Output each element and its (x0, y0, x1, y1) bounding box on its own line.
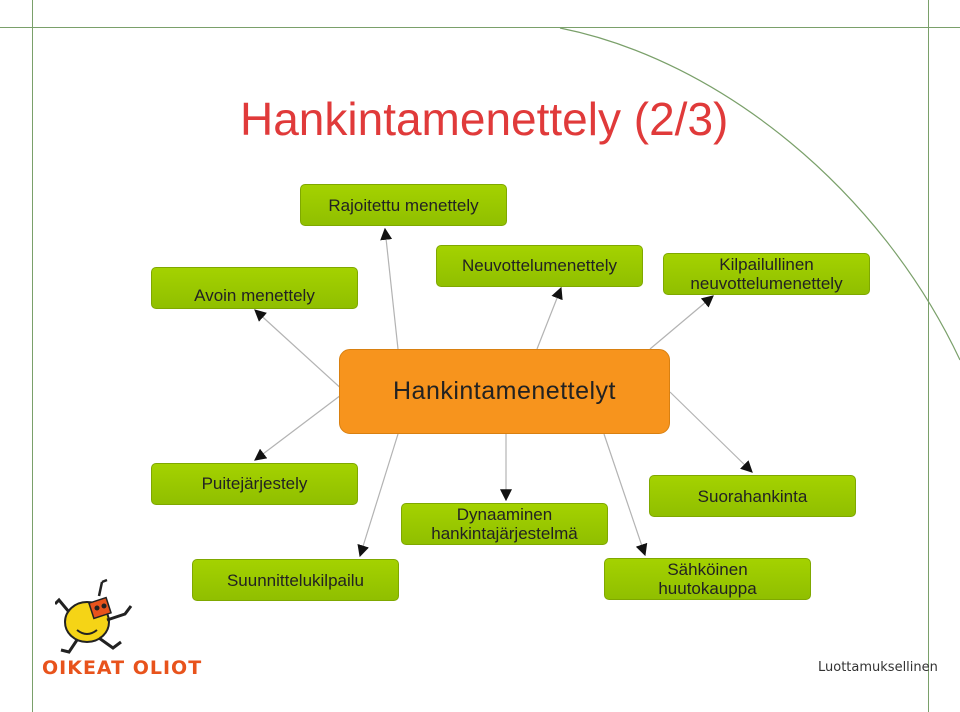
center-node-hankintamenettelyt: Hankintamenettelyt (339, 349, 670, 434)
node-label-line1: Dynaaminen (457, 505, 552, 524)
decorative-curve (560, 28, 960, 360)
connector-sahkoinen (604, 434, 645, 555)
node-label-line2: huutokauppa (658, 579, 756, 598)
node-sahkoinen-huutokauppa: Sähköinen huutokauppa (604, 558, 811, 600)
classification-label: Luottamuksellinen (818, 660, 938, 675)
node-label: Neuvottelumenettely (462, 256, 617, 275)
connector-suunnittelu (360, 434, 398, 556)
connector-rajoitettu (385, 229, 398, 349)
node-label-line2: neuvottelumenettely (690, 274, 842, 293)
node-neuvottelumenettely: Neuvottelumenettely (436, 245, 643, 287)
node-puitejarjestely: Puitejärjestely (151, 463, 358, 505)
node-label: Rajoitettu menettely (328, 196, 478, 215)
connector-suora (670, 392, 752, 472)
logo-wordmark: OIKEAT OLIOT (42, 657, 202, 679)
node-rajoitettu-menettely: Rajoitettu menettely (300, 184, 507, 226)
connector-kilpailullinen (650, 296, 713, 349)
connector-puite (255, 392, 345, 460)
node-label: Suorahankinta (698, 487, 808, 506)
node-label-line1: Sähköinen (667, 560, 747, 579)
node-label-line1: Kilpailullinen (719, 255, 814, 274)
slide-title: Hankintamenettely (2/3) (240, 92, 728, 146)
node-label: Avoin menettely (194, 286, 315, 305)
node-suorahankinta: Suorahankinta (649, 475, 856, 517)
node-kilpailullinen-neuvottelumenettely: Kilpailullinen neuvottelumenettely (663, 253, 870, 295)
node-label: Suunnittelukilpailu (227, 571, 364, 590)
center-node-label: Hankintamenettelyt (393, 377, 616, 406)
mascot-logo-icon (55, 578, 145, 656)
node-avoin-menettely: Avoin menettely (151, 267, 358, 309)
connector-neuvottelu (537, 288, 561, 349)
node-label-line2: hankintajärjestelmä (431, 524, 577, 543)
node-suunnittelukilpailu: Suunnittelukilpailu (192, 559, 399, 601)
node-label: Puitejärjestely (202, 474, 308, 493)
connector-avoin (255, 310, 345, 392)
node-dynaaminen-hankintajarjestelma: Dynaaminen hankintajärjestelmä (401, 503, 608, 545)
